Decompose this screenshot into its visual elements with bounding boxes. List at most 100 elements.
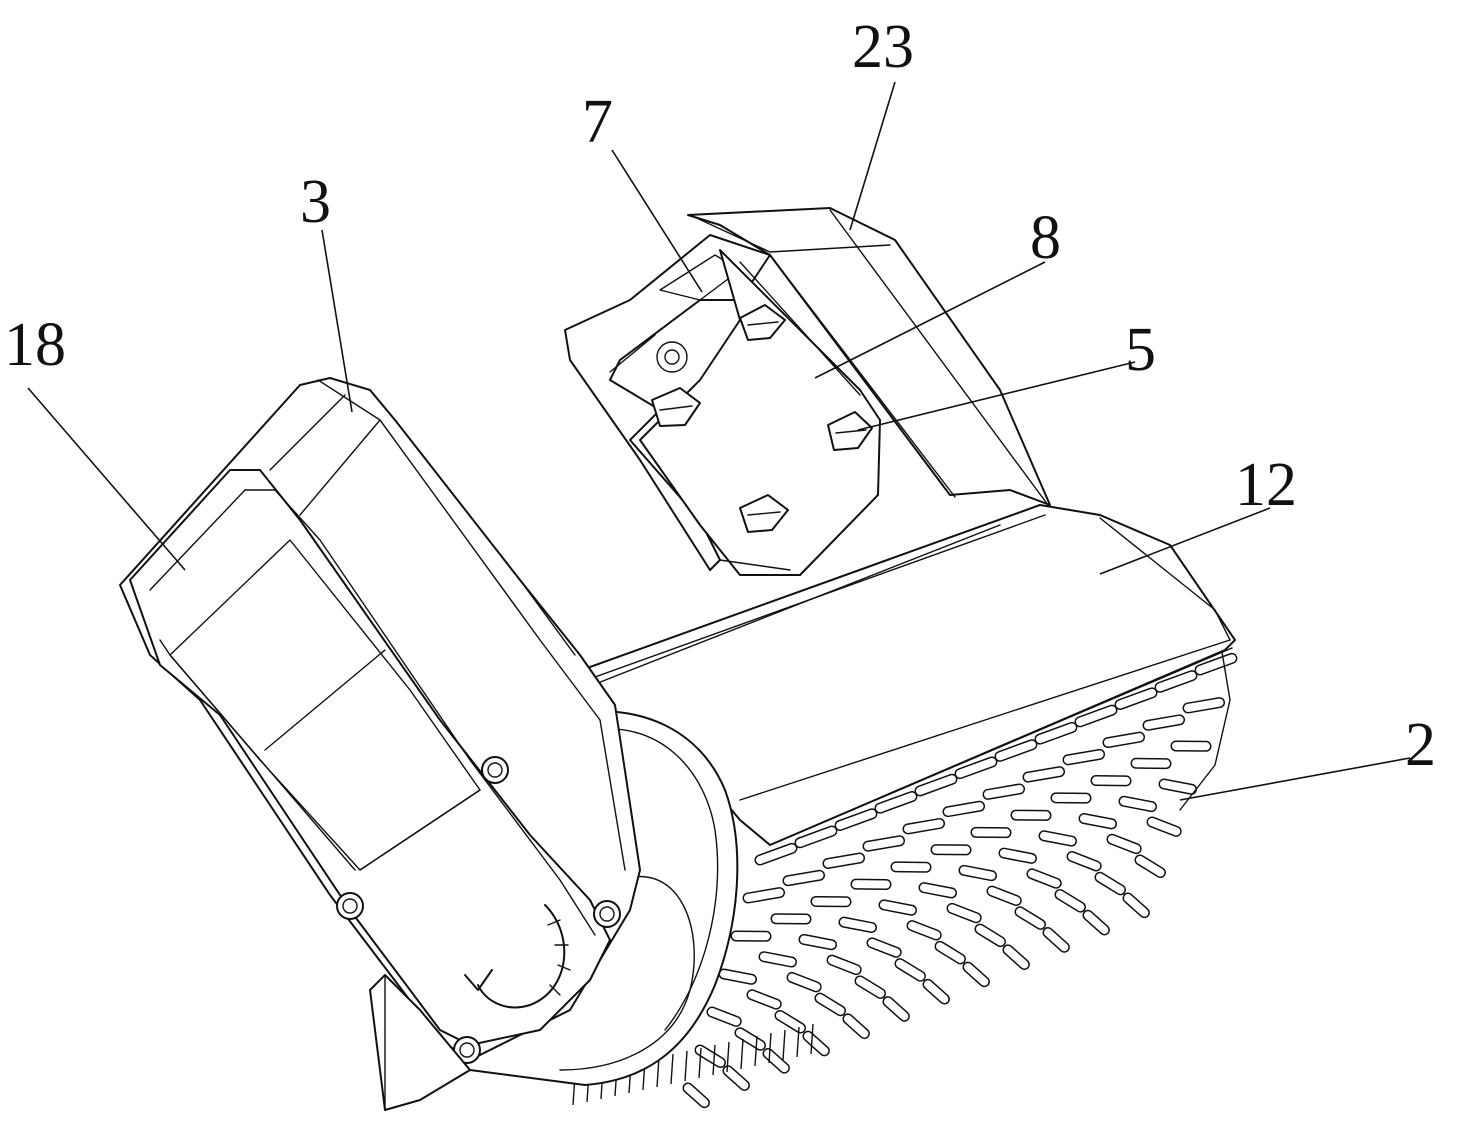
bristle-fill — [944, 802, 984, 816]
bristle-fill — [828, 956, 861, 974]
bristle-fill — [868, 938, 901, 957]
bristle-fill — [904, 819, 944, 833]
bristle-fill — [896, 959, 925, 981]
bristle-fill — [1044, 928, 1069, 952]
bristle-fill — [1160, 780, 1196, 794]
bristle-fill — [1104, 733, 1144, 747]
bristle-fill — [880, 900, 916, 915]
bristle-fill — [800, 935, 836, 949]
bristle-fringe — [656, 1056, 660, 1088]
bristle-fill — [748, 990, 781, 1009]
bristle-fill — [1064, 750, 1104, 764]
bristle-fill — [976, 925, 1005, 946]
bristle-fill — [788, 973, 821, 991]
screw — [453, 1036, 481, 1064]
mounting-plate-8 — [639, 249, 881, 576]
bristle-fill — [764, 1049, 789, 1073]
bristle-fill — [936, 942, 965, 963]
bristle-fill — [824, 854, 864, 868]
bristle-fill — [744, 888, 784, 902]
bristle-fill — [1116, 688, 1156, 709]
bristle-fill — [1080, 814, 1116, 828]
bristle-fill — [756, 844, 796, 864]
bristle-fill — [876, 792, 916, 813]
bristle-fill — [920, 883, 956, 897]
bristle-fill — [1028, 869, 1061, 888]
screw — [593, 900, 621, 928]
reference-labels: 18 3 7 23 8 5 12 2 — [4, 13, 1436, 779]
label-18: 18 — [4, 311, 66, 379]
bristle-fringe — [782, 1029, 786, 1061]
bristle-fill — [1144, 715, 1184, 730]
roller-cover-12 — [539, 504, 1236, 846]
label-3: 3 — [300, 168, 331, 236]
bristle-fill — [1124, 894, 1149, 917]
bristle-fill — [804, 1032, 829, 1055]
bristle-fill — [856, 976, 885, 998]
bristle-fill — [1136, 856, 1165, 877]
bristle-fill — [884, 997, 909, 1021]
bristle-fill — [988, 887, 1021, 905]
screw — [481, 756, 509, 784]
screw — [336, 892, 364, 920]
bristle-fill — [1184, 698, 1224, 712]
bristle-fill — [960, 866, 996, 880]
bristle-fringe — [810, 1023, 814, 1055]
bristle-fill — [1068, 852, 1101, 870]
bristle-fringe — [670, 1053, 674, 1085]
mounting-bracket — [564, 207, 1051, 576]
bristle-fill — [1024, 767, 1064, 782]
leader-lines — [27, 81, 1411, 801]
bristle-fill — [796, 827, 836, 847]
bristle-fringe — [754, 1035, 758, 1067]
mounting-clip — [739, 304, 786, 341]
bristle-fill — [1096, 873, 1125, 894]
rotation-arrow-icon — [477, 904, 566, 1009]
bristle-fill — [816, 994, 845, 1015]
label-7: 7 — [582, 88, 613, 156]
bristle-fill — [996, 740, 1036, 761]
bristle-fill — [1076, 706, 1116, 726]
bristle-fringe — [768, 1032, 772, 1064]
bristle-fill — [784, 871, 824, 885]
bristle-fill — [684, 1084, 709, 1107]
bristle-fill — [836, 809, 876, 830]
bristle-fill — [1196, 654, 1236, 674]
bristle-fill — [1108, 835, 1141, 853]
mounting-clip — [739, 494, 789, 533]
label-23: 23 — [852, 13, 914, 81]
label-8: 8 — [1030, 204, 1061, 272]
bristle-fringe — [740, 1038, 744, 1070]
bristle-fill — [1000, 849, 1036, 863]
label-5: 5 — [1125, 316, 1156, 384]
bristle-fill — [844, 1014, 869, 1038]
label-2: 2 — [1405, 711, 1436, 779]
bristle-fill — [1148, 818, 1181, 836]
bristle-fill — [916, 775, 956, 795]
bristle-fill — [1004, 945, 1029, 969]
bristle-fringe — [712, 1044, 716, 1076]
bristle-fill — [964, 963, 989, 986]
side-cover-18 — [129, 469, 621, 1064]
bristle-fill — [1036, 723, 1076, 744]
bristle-fill — [1016, 907, 1045, 929]
bristle-fill — [776, 1011, 805, 1032]
bristle-fill — [1084, 911, 1109, 934]
bristle-fill — [1120, 797, 1156, 811]
bristle-fill — [708, 1008, 741, 1026]
bristle-fringe — [684, 1050, 688, 1082]
bristle-fill — [984, 784, 1024, 799]
bristle-fill — [720, 970, 756, 984]
bristle-fringe — [726, 1041, 730, 1073]
bristle-fill — [864, 836, 904, 851]
bristle-fill — [760, 952, 796, 967]
bristle-fill — [1156, 671, 1196, 692]
bristle-fringe — [698, 1047, 702, 1079]
bristle-fill — [1040, 831, 1076, 846]
bristle-fringe — [796, 1026, 800, 1058]
bristle-fill — [840, 918, 876, 932]
label-12: 12 — [1235, 451, 1297, 519]
lower-bracket — [369, 974, 471, 1111]
